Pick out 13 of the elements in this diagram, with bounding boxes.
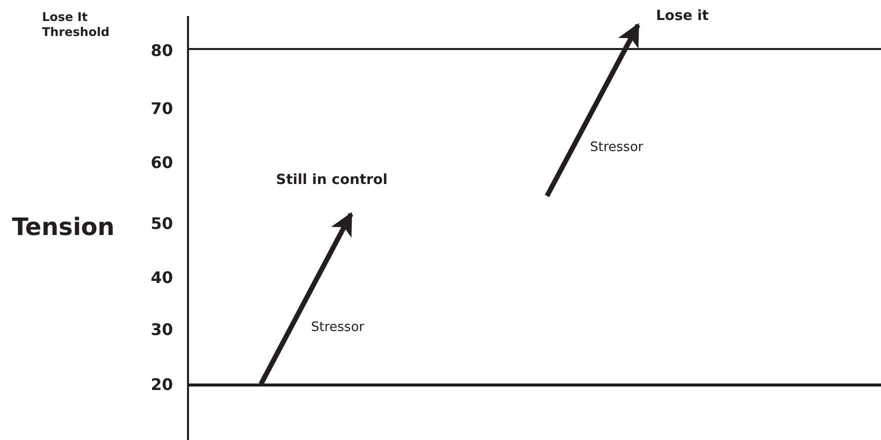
state-label: Still in control xyxy=(276,172,388,188)
axis-title: Lose It Threshold xyxy=(42,10,110,40)
tick-label: 50 xyxy=(150,214,173,234)
arrow xyxy=(258,212,354,386)
tick-label: 20 xyxy=(150,375,173,395)
axis-title: Tension xyxy=(12,212,115,242)
arrow xyxy=(544,22,640,198)
tick-label: 60 xyxy=(150,153,173,173)
state-label: Lose it xyxy=(656,8,709,24)
tick-label: 70 xyxy=(150,99,173,119)
tick-label: 80 xyxy=(150,41,173,61)
tick-label: 40 xyxy=(150,268,173,288)
tick-label: 30 xyxy=(150,320,173,340)
